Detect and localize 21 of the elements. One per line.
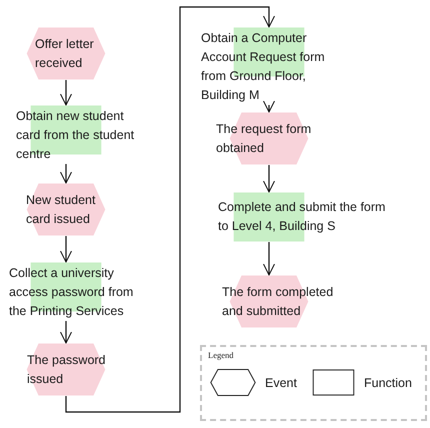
arrow (263, 165, 275, 192)
arrow (263, 100, 275, 112)
legend-title: Legend (208, 350, 234, 360)
legend-label: Event (265, 376, 297, 390)
event-node (24, 183, 108, 236)
arrow (60, 164, 72, 184)
legend-label: Function (364, 376, 412, 390)
arrow (65, 6, 275, 413)
node-label: The password issued (27, 352, 107, 388)
arrow (60, 80, 72, 106)
arrow (60, 321, 72, 344)
node-label: Collect a university access password from the Printing Services (9, 265, 134, 320)
node-label: Complete and submit the form to Level 4, Building S (218, 199, 386, 235)
node-label: New student card issued (26, 192, 96, 228)
node-label: Obtain new student card from the student centre (16, 108, 136, 163)
node-label: The request form obtained (216, 121, 312, 157)
node-label: Offer letter received (35, 36, 95, 72)
node-label: The form completed and submitted (222, 284, 334, 320)
arrow (60, 236, 72, 262)
arrow (263, 242, 275, 276)
node-label: Obtain a Computer Account Request form from Ground Floor, Building M (201, 30, 326, 104)
